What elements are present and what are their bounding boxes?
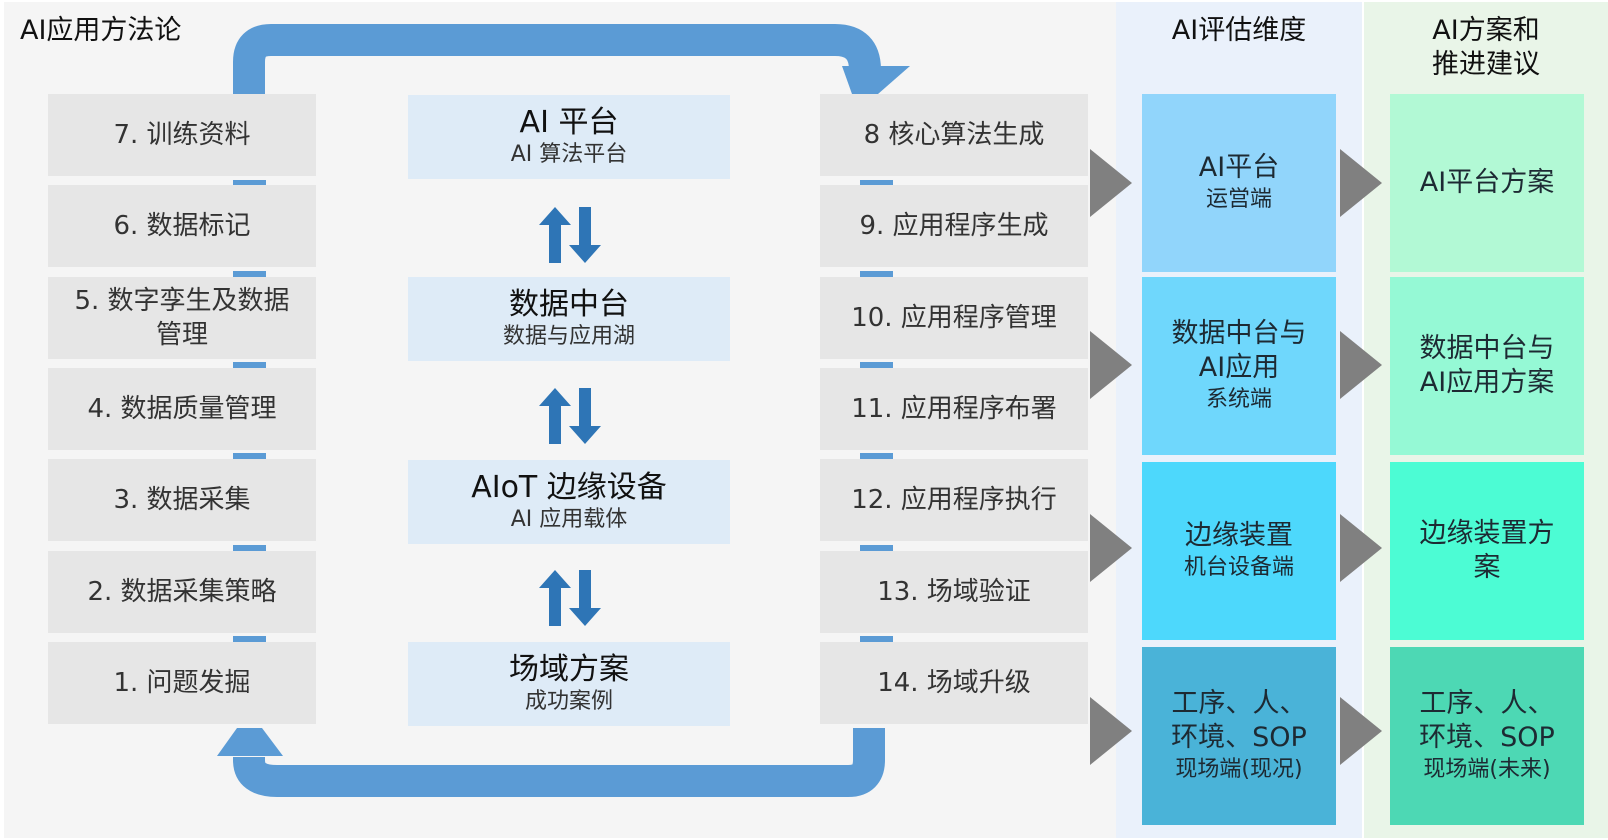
- pointer-triangle-icon: [1340, 149, 1382, 217]
- plan-box-title: AI平台方案: [1419, 167, 1555, 198]
- step-5: 5. 数字孪生及数据 管理: [48, 277, 316, 359]
- core-layer-title: 场域方案: [509, 652, 629, 687]
- step-11: 11. 应用程序布署: [820, 368, 1088, 450]
- step-8: 8 核心算法生成: [820, 94, 1088, 176]
- step-connector: [233, 453, 266, 460]
- eval-box-ai-platform: AI平台 运営端: [1142, 94, 1336, 272]
- step-1: 1. 问题发掘: [48, 642, 316, 724]
- step-connector: [233, 362, 266, 369]
- eval-box-field: 工序、人、 环境、SOP 现场端(现况): [1142, 647, 1336, 825]
- step-2: 2. 数据采集策略: [48, 551, 316, 633]
- step-connector: [233, 545, 266, 552]
- core-layer-ai-platform: AI 平台 AI 算法平台: [408, 95, 730, 179]
- step-connector: [860, 453, 893, 460]
- step-connector: [233, 271, 266, 278]
- step-6: 6. 数据标记: [48, 185, 316, 267]
- core-layer-data-platform: 数据中台 数据与应用湖: [408, 277, 730, 361]
- step-3: 3. 数据采集: [48, 459, 316, 541]
- core-layer-aiot-edge: AIoT 边缘设备 AI 应用载体: [408, 460, 730, 544]
- core-layer-subtitle: AI 算法平台: [510, 142, 628, 167]
- bidirectional-arrow-icon: [539, 388, 601, 444]
- step-7: 7. 训练资料: [48, 94, 316, 176]
- bottom-loop-arrowhead-icon: [217, 728, 283, 756]
- step-13: 13. 场域验证: [820, 551, 1088, 633]
- step-14: 14. 场域升级: [820, 642, 1088, 724]
- eval-box-title: 边缘装置: [1185, 520, 1293, 551]
- core-layer-title: AI 平台: [519, 105, 619, 140]
- eval-box-subtitle: 机台设备端: [1183, 555, 1294, 580]
- core-layer-field-solution: 场域方案 成功案例: [408, 642, 730, 726]
- pointer-triangle-icon: [1340, 514, 1382, 582]
- methodology-title: AI应用方法论: [20, 15, 182, 46]
- step-4: 4. 数据质量管理: [48, 368, 316, 450]
- plan-box-subtitle: 现场端(未来): [1423, 757, 1551, 782]
- step-connector: [860, 271, 893, 278]
- pointer-triangle-icon: [1090, 149, 1132, 217]
- plan-box-title: 边缘装置方 案: [1419, 518, 1555, 583]
- plan-box-title: 数据中台与 AI应用方案: [1419, 333, 1555, 398]
- plan-box-edge-device: 边缘装置方 案: [1390, 462, 1584, 640]
- step-12: 12. 应用程序执行: [820, 459, 1088, 541]
- eval-box-subtitle: 现场端(现况): [1175, 757, 1303, 782]
- pointer-triangle-icon: [1340, 331, 1382, 399]
- eval-box-title: AI平台: [1198, 152, 1280, 183]
- step-connector: [860, 636, 893, 643]
- core-layer-subtitle: AI 应用载体: [510, 507, 628, 532]
- plan-box-field: 工序、人、 环境、SOP 现场端(未来): [1390, 647, 1584, 825]
- step-connector: [233, 180, 266, 187]
- pointer-triangle-icon: [1340, 697, 1382, 765]
- pointer-triangle-icon: [1090, 697, 1132, 765]
- core-layer-subtitle: 成功案例: [524, 689, 613, 714]
- plan-title: AI方案和 推进建议: [1432, 15, 1540, 80]
- step-connector: [860, 180, 893, 187]
- plan-box-title: 工序、人、 环境、SOP: [1419, 688, 1555, 753]
- bidirectional-arrow-icon: [539, 207, 601, 263]
- eval-box-title: 工序、人、 环境、SOP: [1171, 688, 1307, 753]
- core-layer-subtitle: 数据与应用湖: [502, 324, 635, 349]
- step-10: 10. 应用程序管理: [820, 277, 1088, 359]
- top-loop-arrowhead-icon: [842, 66, 910, 94]
- pointer-triangle-icon: [1090, 514, 1132, 582]
- eval-box-title: 数据中台与 AI应用: [1171, 318, 1307, 383]
- plan-box-data-platform: 数据中台与 AI应用方案: [1390, 277, 1584, 455]
- step-connector: [860, 362, 893, 369]
- eval-box-subtitle: 运営端: [1205, 187, 1272, 212]
- step-connector: [233, 636, 266, 643]
- evaluation-title: AI评估维度: [1171, 15, 1307, 46]
- top-loop-arrow-icon: [233, 24, 881, 94]
- eval-box-edge-device: 边缘装置 机台设备端: [1142, 462, 1336, 640]
- core-layer-title: AIoT 边缘设备: [471, 470, 667, 505]
- pointer-triangle-icon: [1090, 331, 1132, 399]
- eval-box-subtitle: 系统端: [1205, 387, 1272, 412]
- bottom-loop-arrow-icon: [233, 728, 885, 797]
- eval-box-data-platform: 数据中台与 AI应用 系统端: [1142, 277, 1336, 455]
- core-layer-title: 数据中台: [509, 287, 629, 322]
- bidirectional-arrow-icon: [539, 570, 601, 626]
- plan-box-ai-platform: AI平台方案: [1390, 94, 1584, 272]
- step-connector: [860, 545, 893, 552]
- step-9: 9. 应用程序生成: [820, 185, 1088, 267]
